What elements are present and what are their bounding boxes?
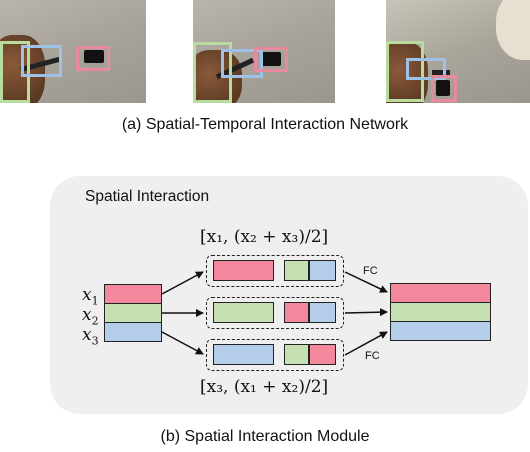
concat-3-self (213, 344, 274, 365)
frame-2 (193, 0, 335, 103)
concat-2-other-b (309, 302, 336, 323)
arrow-fc-2 (344, 308, 388, 317)
input-bar-x3 (104, 322, 162, 342)
concat-2-self (213, 302, 274, 323)
concat-1-other-b (309, 260, 336, 281)
fc-label-bottom: FC (365, 350, 380, 362)
panel-title: Spatial Interaction (85, 188, 210, 205)
bbox-blue (221, 49, 263, 78)
bbox-green (386, 41, 424, 102)
caption-b: (b) Spatial Interaction Module (160, 428, 370, 445)
arrow-fc-1 (344, 271, 388, 293)
input-label-x3: x3 (82, 325, 99, 348)
concat-3-other-b (309, 344, 336, 365)
bottom-formula: [x₃, (x₁ + x₂)/2] (200, 377, 329, 397)
concat-box-2 (206, 297, 344, 329)
top-formula: [x₁, (x₂ + x₃)/2] (200, 227, 329, 247)
arrow-to-concat-1 (161, 271, 204, 295)
bbox-green (193, 42, 232, 103)
input-label-x1: x1 (82, 285, 99, 308)
concat-box-3 (206, 339, 344, 371)
concat-1-other-a (284, 260, 309, 281)
output-bar-3 (390, 321, 491, 341)
bbox-blue (21, 45, 62, 77)
concat-3-other-a (284, 344, 309, 365)
concat-1-self (213, 260, 274, 281)
frame-1 (0, 0, 146, 103)
bbox-pink (254, 47, 288, 72)
fc-label-top: FC (363, 265, 378, 277)
arrow-to-concat-3 (161, 331, 204, 355)
bbox-pink (76, 46, 110, 71)
concat-box-1 (206, 255, 344, 287)
concat-2-other-a (284, 302, 309, 323)
bbox-green (0, 41, 30, 103)
arrow-fc-3 (344, 331, 388, 356)
caption-a: (a) Spatial-Temporal Interaction Network (121, 116, 409, 133)
frame-3 (386, 0, 530, 103)
bbox-pink (431, 75, 457, 102)
input-label-x2: x2 (82, 305, 99, 328)
bbox-blue (406, 58, 446, 80)
